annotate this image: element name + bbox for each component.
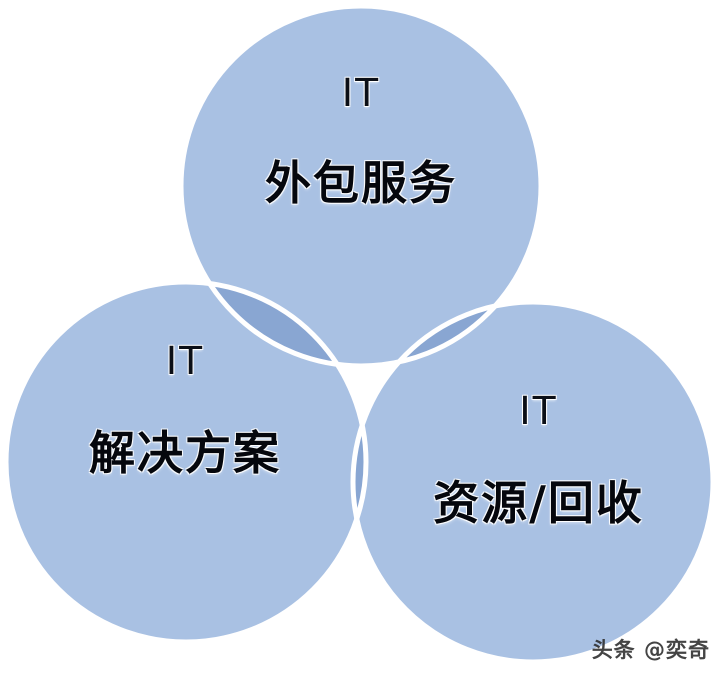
circle-top-outline <box>178 3 544 369</box>
circle-right-fill <box>352 301 714 663</box>
circle-right-label-title: 资源/回收 <box>433 475 644 530</box>
circle-left-label-title: 解决方案 <box>89 425 281 480</box>
circle-top-fill <box>180 5 542 367</box>
circle-outlines <box>3 3 716 665</box>
circle-label-right: IT 资源/回收 <box>355 387 722 530</box>
circle-right-outline <box>350 299 716 665</box>
circle-left-fill <box>5 281 367 643</box>
circle-top-label-it: IT <box>341 69 381 115</box>
circle-label-left: IT 解决方案 <box>0 337 370 480</box>
circle-fills <box>5 5 714 663</box>
circle-left-label-it: IT <box>165 337 205 383</box>
watermark-text: 头条 @奕奇 <box>591 638 710 662</box>
circle-top-label-title: 外包服务 <box>265 155 457 210</box>
circle-left-outline <box>3 279 369 645</box>
circle-label-top: IT 外包服务 <box>0 69 722 210</box>
circle-right-label-it: IT <box>519 387 558 433</box>
